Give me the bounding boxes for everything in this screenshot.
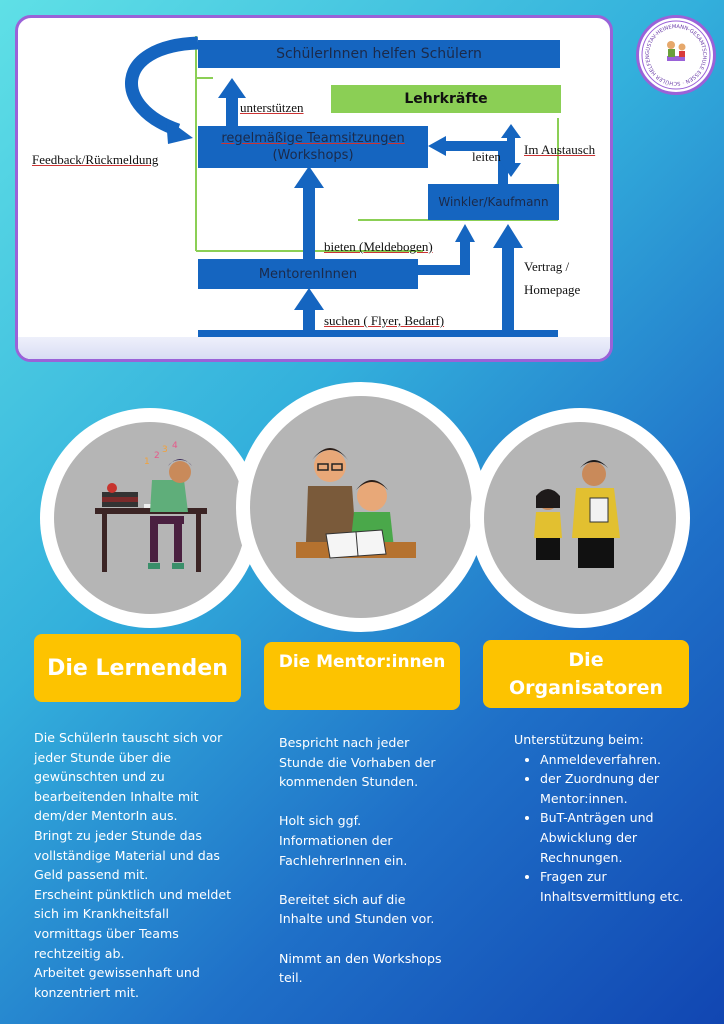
label-leiten: leiten bbox=[472, 149, 501, 164]
student-studying-illustration: 1 2 3 4 bbox=[95, 441, 207, 572]
text-line: dem/der MentorIn aus. bbox=[34, 808, 178, 824]
list-item-line: Anmeldeverfahren. bbox=[540, 751, 661, 767]
text-line: vollständige Material und das bbox=[34, 847, 220, 863]
text-line: Nimmt an den Workshops bbox=[279, 950, 442, 966]
text-line: Erscheint pünktlich und meldet bbox=[34, 886, 232, 902]
text-line: Holt sich ggf. bbox=[279, 813, 362, 829]
svg-text:1: 1 bbox=[144, 457, 150, 467]
text-line: Stunde die Vorhaben der bbox=[279, 754, 436, 770]
list-item-line: Mentor:innen. bbox=[540, 790, 628, 806]
text-line: Bringt zu jeder Stunde das bbox=[34, 827, 202, 843]
mentor-tutoring-illustration bbox=[296, 448, 416, 559]
text-line: Arbeitet gewissenhaft und bbox=[34, 965, 200, 981]
text-line: vormittags über Teams bbox=[34, 925, 179, 941]
school-logo-graphic: GUSTAV-HEINEMANN-GESAMTSCHULE ESSEN · SC… bbox=[639, 18, 711, 90]
text-line: kommenden Stunden. bbox=[279, 774, 419, 790]
list-item-line: der Zuordnung der bbox=[540, 771, 660, 787]
list-item-line: Abwicklung der bbox=[540, 829, 638, 845]
text-line: FachlehrerInnen ein. bbox=[279, 852, 408, 868]
text-line: gewünschten und zu bbox=[34, 769, 165, 785]
svg-text:4: 4 bbox=[172, 441, 178, 451]
circle-organisatoren bbox=[470, 408, 690, 628]
title-lernende: Die Lernenden bbox=[34, 634, 241, 702]
list-item-line: Fragen zur bbox=[540, 869, 607, 885]
label-homepage: Homepage bbox=[524, 282, 581, 297]
text-line: bearbeitenden Inhalte mit bbox=[34, 788, 199, 804]
text-line: Geld passend mit. bbox=[34, 867, 149, 883]
text-line: konzentriert mit. bbox=[34, 984, 140, 1000]
text-line: Inhalte und Stunden vor. bbox=[279, 911, 435, 927]
text-line: jeder Stunde über die bbox=[34, 749, 171, 765]
list-item-line: Rechnungen. bbox=[540, 849, 623, 865]
text-line bbox=[279, 929, 459, 949]
text-lernende: Die SchülerIn tauscht sich vor jeder Stun… bbox=[34, 728, 234, 1002]
school-logo: GUSTAV-HEINEMANN-GESAMTSCHULE ESSEN · SC… bbox=[636, 15, 716, 95]
title-organisatoren: Die Organisatoren bbox=[483, 640, 689, 708]
box-winkler-kaufmann: Winkler/Kaufmann bbox=[428, 184, 559, 220]
circle-lernende: 1 2 3 4 bbox=[40, 408, 260, 628]
list-item-line: Inhaltsvermittlung etc. bbox=[540, 888, 684, 904]
organisatoren-list: Anmeldeverfahren. der Zuordnung derMentor… bbox=[514, 750, 704, 907]
text-line: Bereitet sich auf die bbox=[279, 891, 406, 907]
label-austausch: Im Austausch bbox=[524, 142, 596, 157]
text-organisatoren: Unterstützung beim: Anmeldeverfahren. der… bbox=[514, 730, 704, 906]
feedback-arrow-head bbox=[166, 118, 193, 144]
text-line bbox=[279, 870, 459, 890]
diagram-connectors bbox=[125, 36, 559, 340]
panel-footer-strip bbox=[18, 337, 610, 359]
box-lehrkraefte: Lehrkräfte bbox=[331, 85, 561, 113]
box-teamsitzungen: regelmäßige Teamsitzungen (Workshops) bbox=[198, 126, 428, 168]
circle-mentoren bbox=[236, 382, 486, 632]
box-schueler-helfen: SchülerInnen helfen Schülern bbox=[198, 40, 560, 68]
label-suchen: suchen ( Flyer, Bedarf) bbox=[324, 313, 445, 328]
text-line: teil. bbox=[279, 970, 303, 986]
svg-text:3: 3 bbox=[162, 445, 168, 455]
list-item-line: BuT-Anträgen und bbox=[540, 810, 654, 826]
label-bieten: bieten (Meldebogen) bbox=[324, 239, 433, 254]
text-line bbox=[279, 792, 459, 812]
list-item: Anmeldeverfahren. bbox=[540, 750, 704, 770]
text-line: Die SchülerIn tauscht sich vor bbox=[34, 730, 223, 745]
label-feedback: Feedback/Rückmeldung bbox=[32, 152, 159, 167]
organisers-illustration bbox=[534, 460, 620, 568]
text-line: Informationen der bbox=[279, 832, 393, 848]
box-mentoren: MentorenInnen bbox=[198, 259, 418, 289]
title-mentoren: Die Mentor:innen bbox=[264, 642, 460, 710]
diagram-panel: SchülerInnen helfen Schülern Lehrkräfte … bbox=[15, 15, 613, 362]
text-line: rechtzeitig ab. bbox=[34, 945, 125, 961]
label-unterstuetzen: unterstützen bbox=[240, 100, 304, 115]
svg-text:2: 2 bbox=[154, 451, 160, 461]
text-line: sich im Krankheitsfall bbox=[34, 906, 170, 922]
text-line: Bespricht nach jeder bbox=[279, 735, 410, 750]
label-vertrag: Vertrag / bbox=[524, 259, 570, 274]
organisatoren-intro: Unterstützung beim: bbox=[514, 732, 644, 747]
feedback-curve-arrow bbox=[125, 36, 199, 137]
